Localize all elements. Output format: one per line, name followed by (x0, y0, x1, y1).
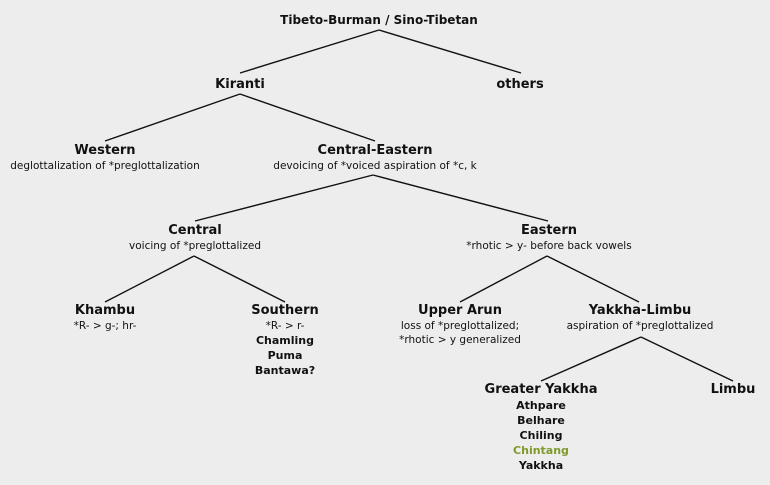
node-southern-title: Southern (251, 303, 319, 318)
edge-yakkha-limbu-greater-yakkha (540, 336, 642, 382)
node-others-title: others (496, 77, 544, 92)
node-yakkha-limbu-desc: aspiration of *preglottalized (566, 320, 714, 332)
node-upper-arun: Upper Arun loss of *preglottalized; *rho… (399, 303, 521, 347)
edge-yakkha-limbu-limbu (640, 336, 734, 382)
language-athpare: Athpare (516, 399, 566, 412)
edge-kiranti-central-eastern (239, 93, 376, 142)
node-central-eastern: Central-Eastern devoicing of *voiced asp… (273, 143, 476, 173)
edge-central-eastern-central (194, 174, 374, 222)
language-belhare: Belhare (517, 414, 565, 427)
node-khambu: Khambu *R- > g-; hr- (74, 303, 137, 333)
node-western: Western deglottalization of *preglottali… (10, 143, 200, 173)
node-root: Tibeto-Burman / Sino-Tibetan (280, 12, 478, 28)
language-chintang: Chintang (513, 444, 569, 457)
node-eastern-desc: *rhotic > y- before back vowels (466, 240, 632, 252)
node-upper-arun-desc-2: *rhotic > y generalized (399, 334, 521, 346)
language-yakkha: Yakkha (518, 459, 564, 472)
node-western-desc: deglottalization of *preglottalization (10, 160, 200, 172)
node-eastern: Eastern *rhotic > y- before back vowels (466, 223, 631, 253)
language-bantawa: Bantawa? (254, 364, 316, 377)
edge-root-others (378, 29, 522, 74)
language-chiling: Chiling (519, 429, 563, 442)
node-southern: Southern *R- > r- Chamling Puma Bantawa? (251, 303, 319, 378)
node-upper-arun-title: Upper Arun (418, 303, 502, 318)
node-yakkha-limbu-title: Yakkha-Limbu (588, 303, 692, 318)
node-greater-yakkha-title: Greater Yakkha (484, 382, 598, 397)
node-central-eastern-desc: devoicing of *voiced aspiration of *c, k (273, 160, 477, 172)
node-upper-arun-desc: loss of *preglottalized; (400, 320, 520, 332)
node-limbu-title: Limbu (710, 382, 756, 397)
node-southern-desc: *R- > r- (265, 320, 305, 332)
edge-central-eastern-eastern (372, 174, 549, 222)
edge-central-southern (193, 255, 286, 303)
edge-root-kiranti (239, 29, 380, 74)
node-eastern-title: Eastern (520, 223, 578, 238)
edge-eastern-yakkha-limbu (546, 255, 640, 303)
node-central-eastern-title: Central-Eastern (317, 143, 433, 158)
node-western-title: Western (74, 143, 136, 158)
node-central-title: Central (168, 223, 222, 238)
node-greater-yakkha: Greater Yakkha Athpare Belhare Chiling C… (485, 382, 598, 473)
node-central: Central voicing of *preglottalized (129, 223, 261, 253)
node-khambu-title: Khambu (74, 303, 136, 318)
node-central-desc: voicing of *preglottalized (129, 240, 261, 252)
edge-eastern-upper-arun (459, 255, 548, 303)
language-chamling: Chamling (255, 334, 315, 347)
language-puma: Puma (267, 349, 303, 362)
node-yakkha-limbu: Yakkha-Limbu aspiration of *preglottaliz… (567, 303, 714, 333)
edge-central-khambu (104, 255, 195, 303)
node-root-title: Tibeto-Burman / Sino-Tibetan (280, 13, 478, 27)
edge-kiranti-western (104, 93, 241, 142)
node-limbu: Limbu (711, 382, 756, 398)
node-kiranti: Kiranti (215, 77, 265, 93)
node-khambu-desc: *R- > g-; hr- (73, 320, 137, 332)
node-others: others (496, 77, 543, 93)
node-kiranti-title: Kiranti (215, 77, 265, 92)
